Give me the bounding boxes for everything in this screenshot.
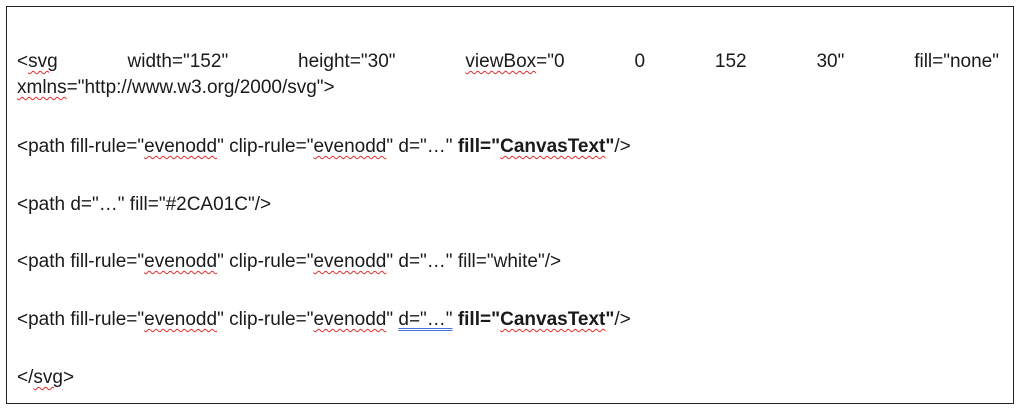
svg-open-line-2: xmlns="http://www.w3.org/2000/svg"> bbox=[17, 76, 335, 100]
viewbox-min-y: 0 bbox=[634, 51, 646, 72]
evenodd-word: evenodd bbox=[144, 251, 218, 272]
height-attr: height="30" bbox=[298, 51, 396, 72]
viewbox-width: 152 bbox=[714, 51, 747, 72]
width-attr: width="152" bbox=[127, 51, 229, 72]
svg-keyword: svg bbox=[28, 51, 58, 72]
path-line-1: <path fill-rule="evenodd" clip-rule="eve… bbox=[17, 136, 631, 157]
path-line-4: <path fill-rule="evenodd" clip-rule="eve… bbox=[17, 309, 631, 330]
viewbox-token: viewBox="0 bbox=[465, 51, 565, 72]
fill-canvastext-bold: fill="CanvasText" bbox=[457, 136, 615, 157]
d-attr-grammar-flag: d="…" bbox=[398, 309, 453, 330]
fill-none-attr: fill="none" bbox=[914, 51, 999, 72]
evenodd-word: evenodd bbox=[313, 136, 387, 157]
svg-keyword: svg bbox=[33, 367, 63, 388]
viewbox-keyword: viewBox bbox=[465, 51, 537, 72]
svg-close-line: </svg> bbox=[17, 367, 75, 388]
canvastext-word: CanvasText bbox=[500, 309, 606, 330]
evenodd-word: evenodd bbox=[144, 309, 218, 330]
path-line-3: <path fill-rule="evenodd" clip-rule="eve… bbox=[17, 251, 562, 272]
document-frame bbox=[6, 6, 1014, 404]
svg-open-line-1: <svg width="152" height="30" viewBox="0 … bbox=[17, 50, 999, 74]
path-line-2: <path d="…" fill="#2CA01C"/> bbox=[17, 194, 272, 215]
evenodd-word: evenodd bbox=[144, 136, 218, 157]
svg-open-token: <svg bbox=[17, 51, 58, 72]
xmlns-keyword: xmlns bbox=[17, 77, 67, 98]
canvastext-word: CanvasText bbox=[500, 136, 606, 157]
xmlns-value: ="http://www.w3.org/2000/svg"> bbox=[66, 77, 335, 98]
viewbox-height: 30" bbox=[816, 51, 845, 72]
evenodd-word: evenodd bbox=[313, 251, 387, 272]
fill-canvastext-bold: fill="CanvasText" bbox=[457, 309, 615, 330]
evenodd-word: evenodd bbox=[313, 309, 387, 330]
